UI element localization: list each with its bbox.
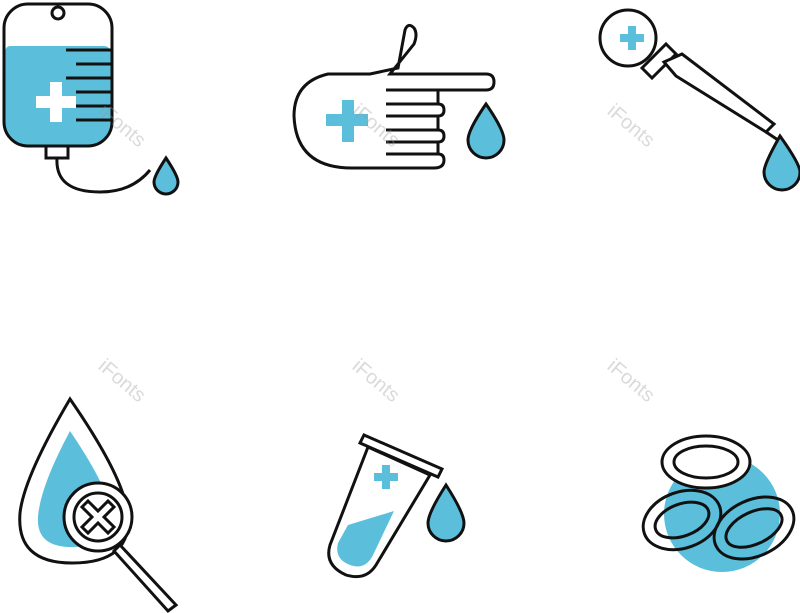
watermark-text: iFonts <box>602 355 659 407</box>
blood-cells-icon <box>638 430 800 580</box>
watermark-text: iFonts <box>347 355 404 407</box>
iv-bag-icon <box>0 0 200 200</box>
dropper-icon <box>598 8 800 192</box>
test-tube-icon <box>318 425 470 585</box>
blood-drop-magnifier-icon <box>16 395 186 613</box>
hand-blood-drop-icon <box>290 20 510 180</box>
